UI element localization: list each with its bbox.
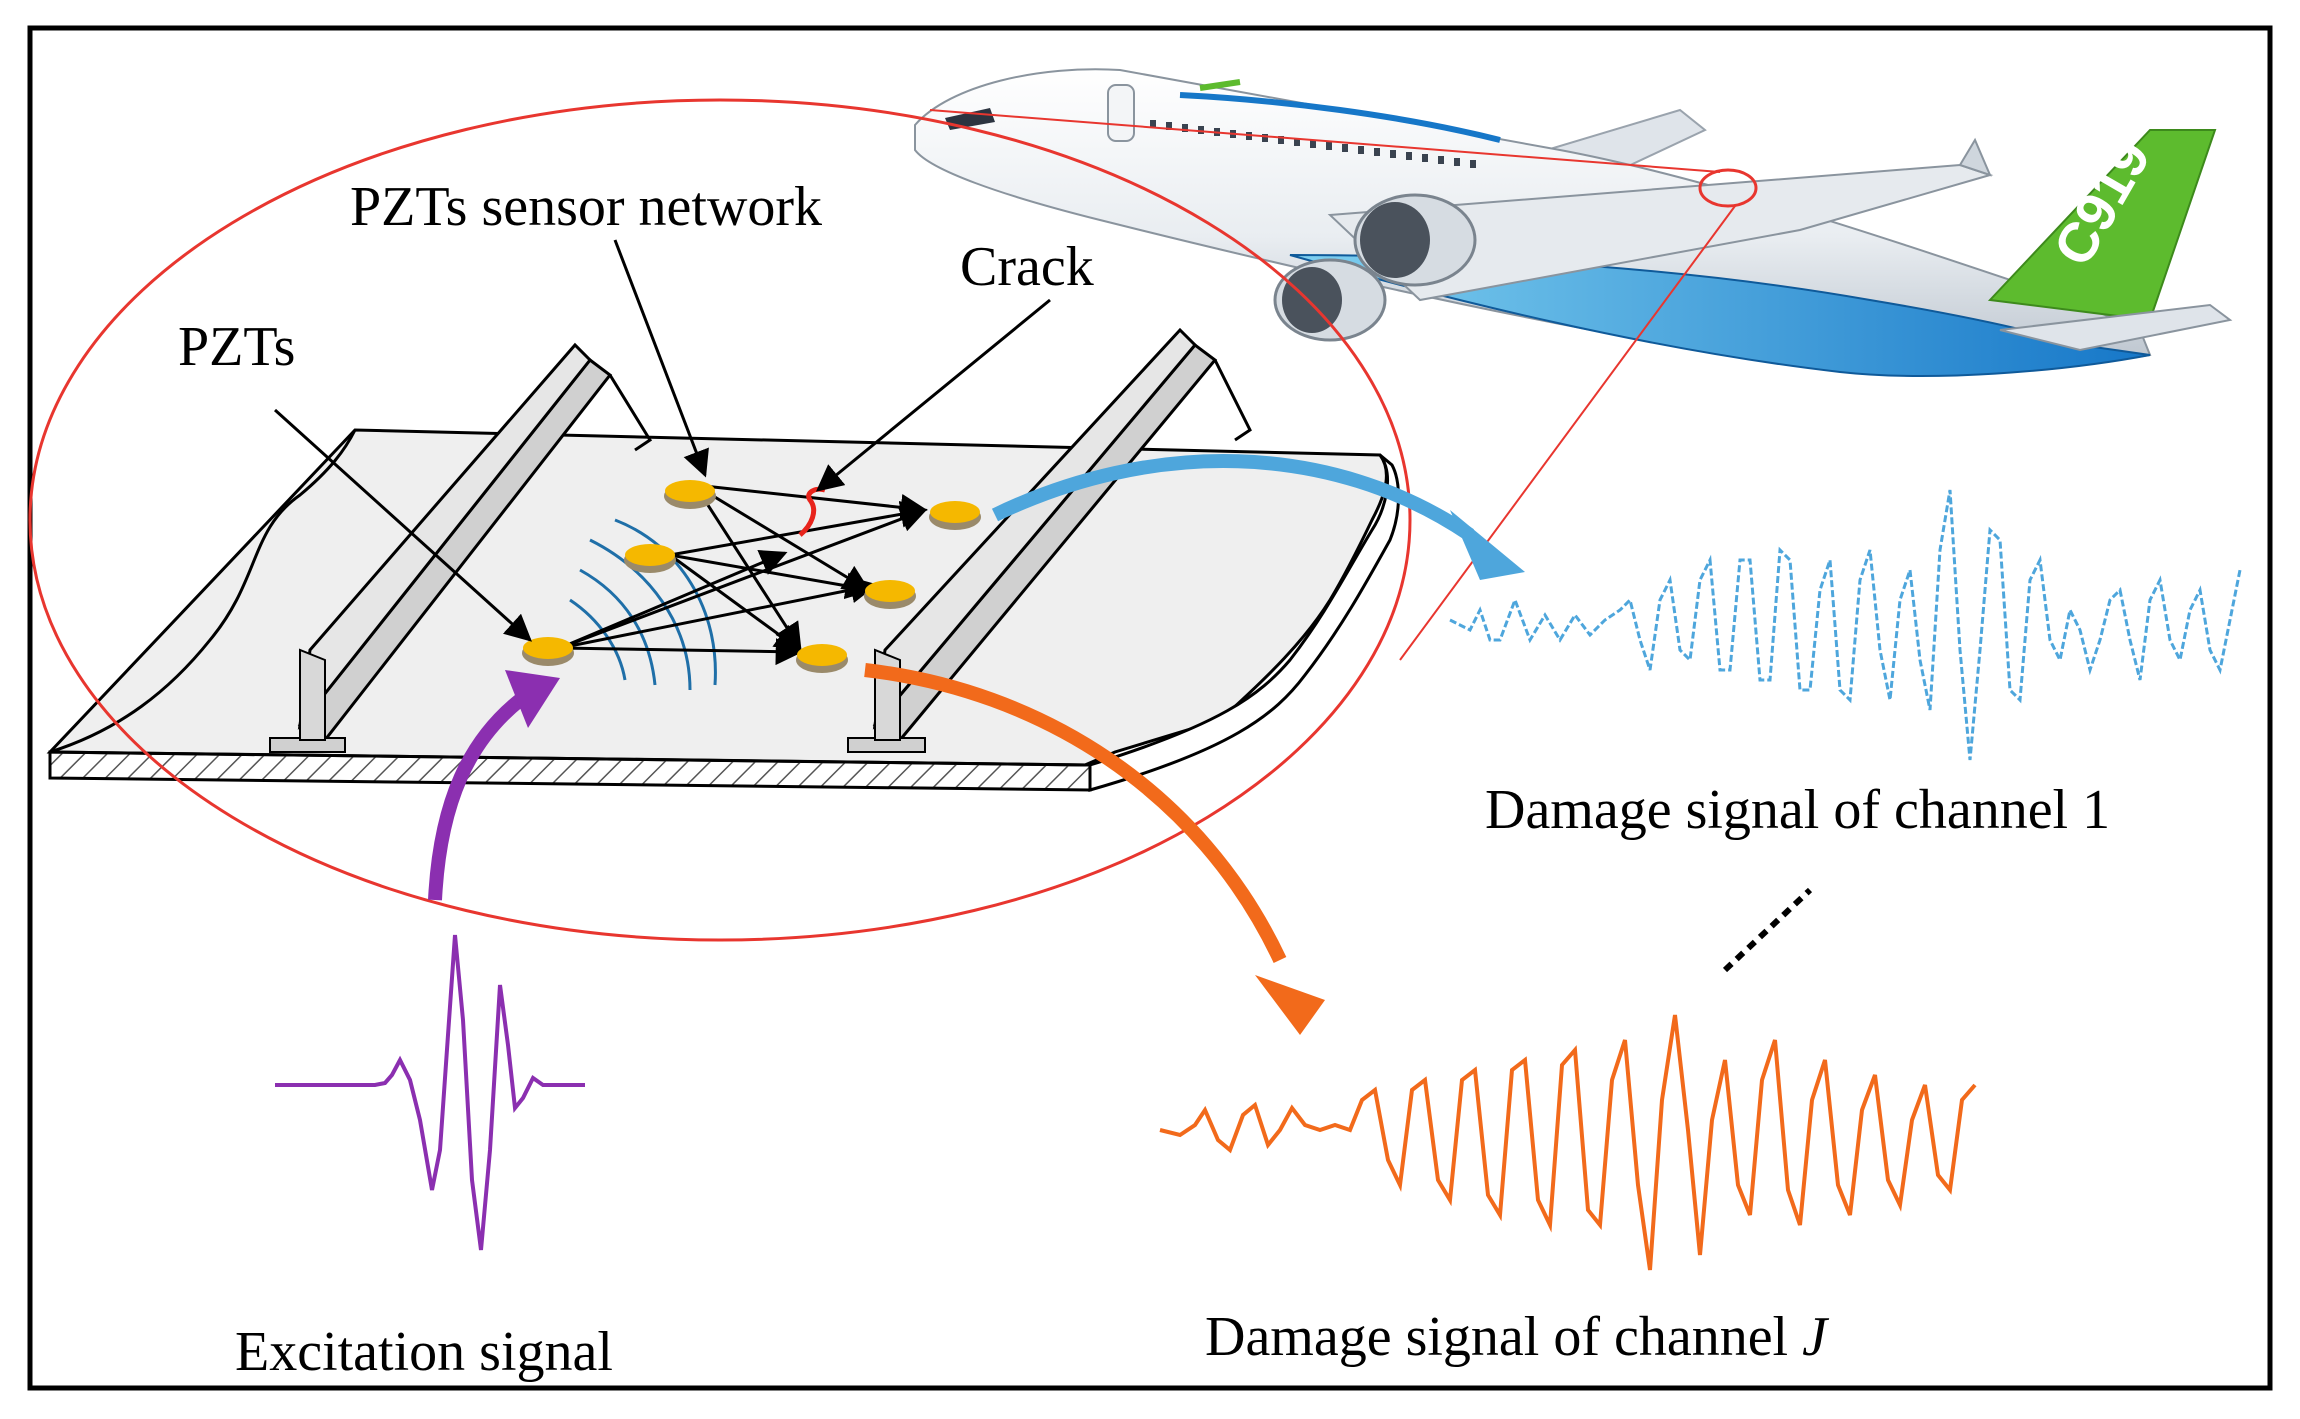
pzt-disc	[624, 544, 676, 573]
pzt-disc	[864, 580, 916, 609]
pzt-disc	[929, 501, 981, 530]
channel-1-arrow	[991, 454, 1525, 580]
channel-j-waveform	[1159, 1014, 1977, 1271]
label-pzt-network: PZTs sensor network	[350, 176, 822, 238]
pzt-disc	[522, 637, 574, 666]
guided-wave-arcs	[569, 518, 717, 691]
label-damage-channel-j-index: J	[1802, 1306, 1830, 1368]
label-arrows	[273, 239, 1051, 642]
sensor-network-paths	[559, 483, 928, 666]
label-damage-channel-j-prefix: Damage signal of channel	[1205, 1306, 1802, 1368]
pzt-disc	[664, 480, 716, 509]
detail-ellipse	[28, 98, 1412, 942]
label-excitation: Excitation signal	[235, 1321, 613, 1383]
label-pzts: PZTs	[178, 316, 295, 378]
label-damage-channel-j: Damage signal of channel J	[1205, 1306, 1830, 1368]
structure-plate	[46, 327, 1400, 792]
ellipsis-dots	[1722, 887, 1813, 973]
excitation-waveform	[275, 934, 585, 1251]
channel-1-waveform	[1449, 489, 2242, 761]
aircraft-image: C919	[914, 68, 2233, 377]
label-crack: Crack	[960, 236, 1094, 298]
pzt-array	[522, 480, 981, 673]
pzt-disc	[796, 644, 848, 673]
channel-j-arrow	[864, 663, 1325, 1035]
zoom-line-top	[929, 109, 1721, 173]
figure-frame	[27, 25, 2273, 1391]
zoom-line-bottom	[1399, 205, 1736, 661]
zoom-circle	[1698, 168, 1758, 208]
excitation-arrow	[428, 670, 560, 901]
label-damage-channel-1: Damage signal of channel 1	[1485, 779, 2110, 841]
